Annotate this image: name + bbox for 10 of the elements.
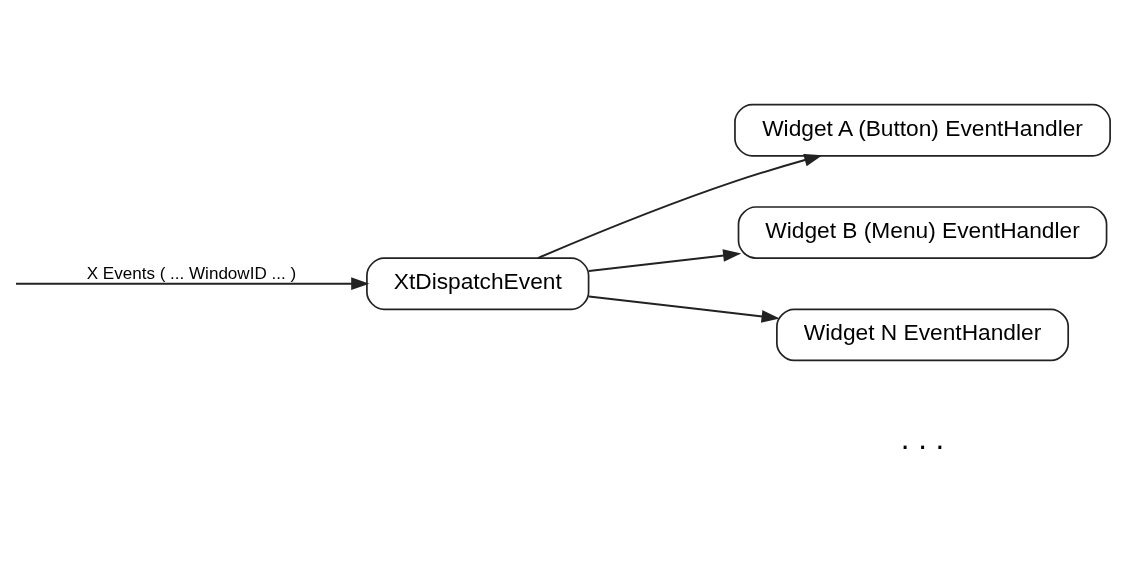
arrow [536,153,823,259]
edge-label: X Events ( ... WindowID ... ) [86,263,297,283]
node-box: XtDispatchEvent [366,256,590,310]
node-box: Widget A (Button) EventHandler [734,103,1111,157]
label: . . . [900,420,945,456]
node-box: Widget N EventHandler [776,307,1070,361]
arrow [588,294,780,323]
node-box: Widget B (Menu) EventHandler [737,205,1108,259]
arrow [588,248,742,272]
arrow [15,276,370,290]
